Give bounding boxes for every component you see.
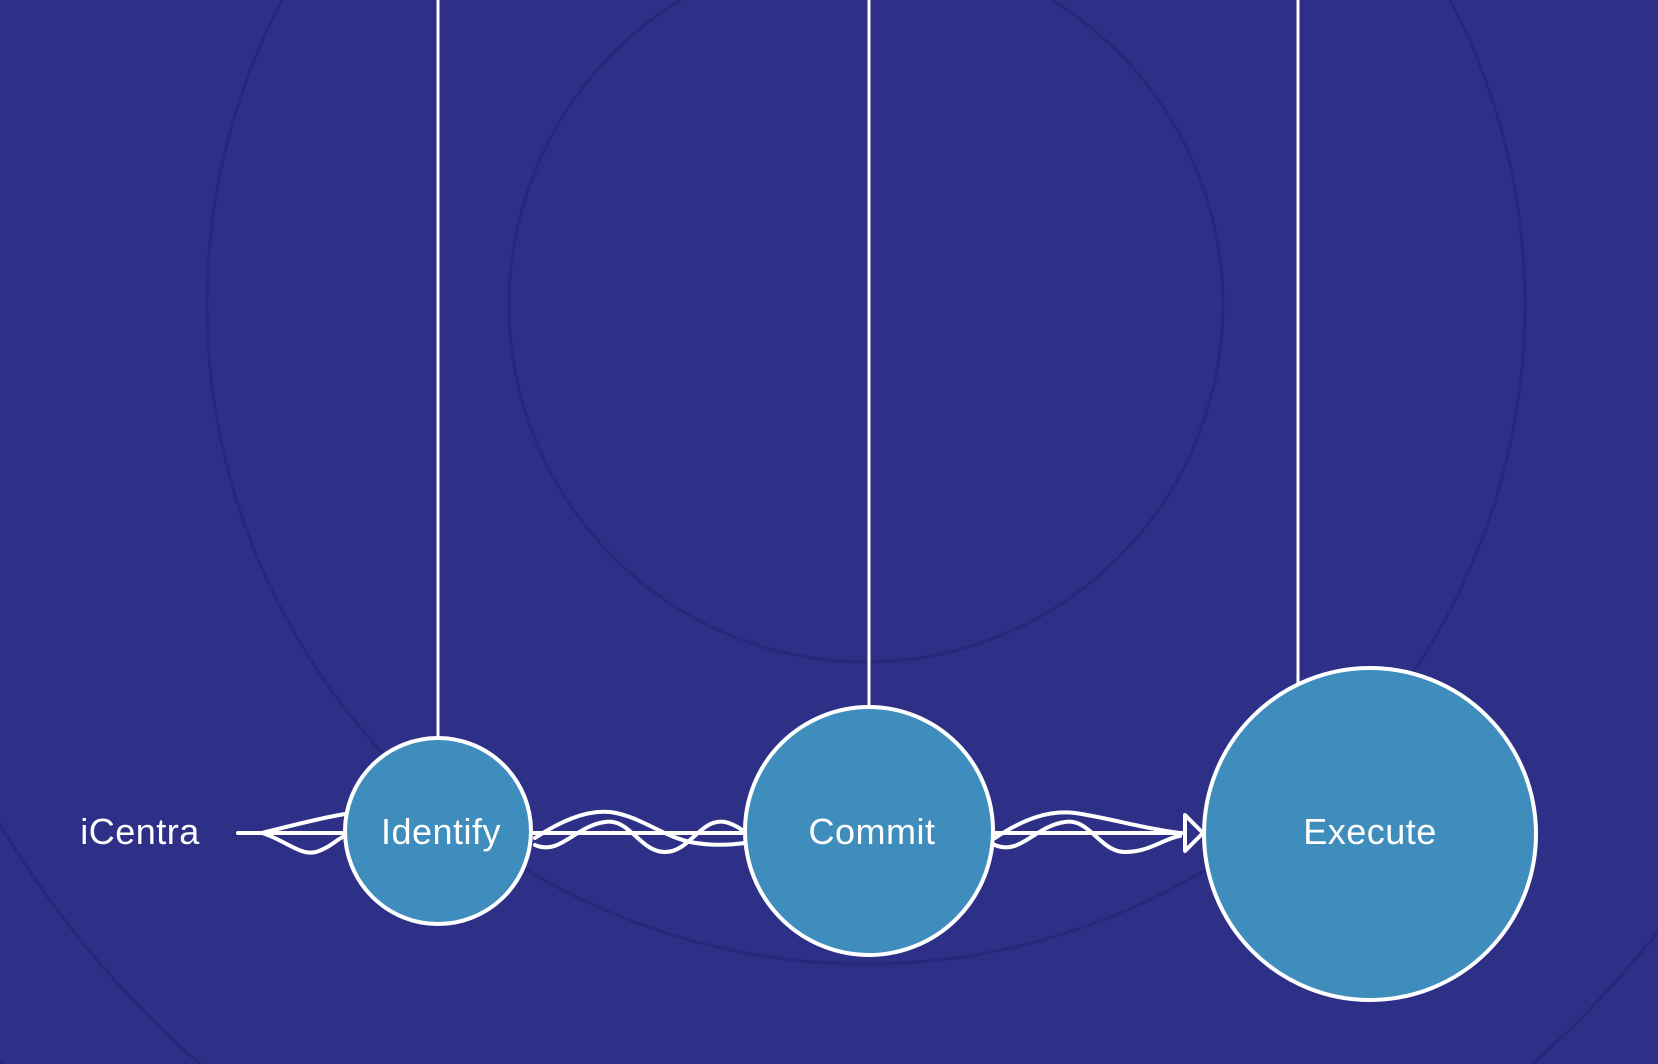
- node-identify-circle: [343, 736, 533, 926]
- arrowhead-icon: [1183, 813, 1205, 853]
- node-commit-circle: [743, 705, 995, 957]
- source-label: iCentra: [80, 811, 200, 852]
- node-execute-label: Execute: [1303, 811, 1437, 852]
- node-execute-circle: [1202, 666, 1538, 1002]
- ring-middle: [205, 0, 1527, 966]
- connector-identify-commit: [529, 809, 747, 855]
- ring-inner: [507, 0, 1225, 664]
- connectors: [236, 809, 1205, 855]
- nodes: [343, 666, 1538, 1002]
- node-commit-label: Commit: [808, 811, 936, 852]
- node-identify-label: Identify: [380, 811, 502, 852]
- connector-source-identify: [236, 812, 347, 855]
- vertical-lines: [436, 0, 1300, 737]
- connector-commit-execute: [991, 810, 1205, 855]
